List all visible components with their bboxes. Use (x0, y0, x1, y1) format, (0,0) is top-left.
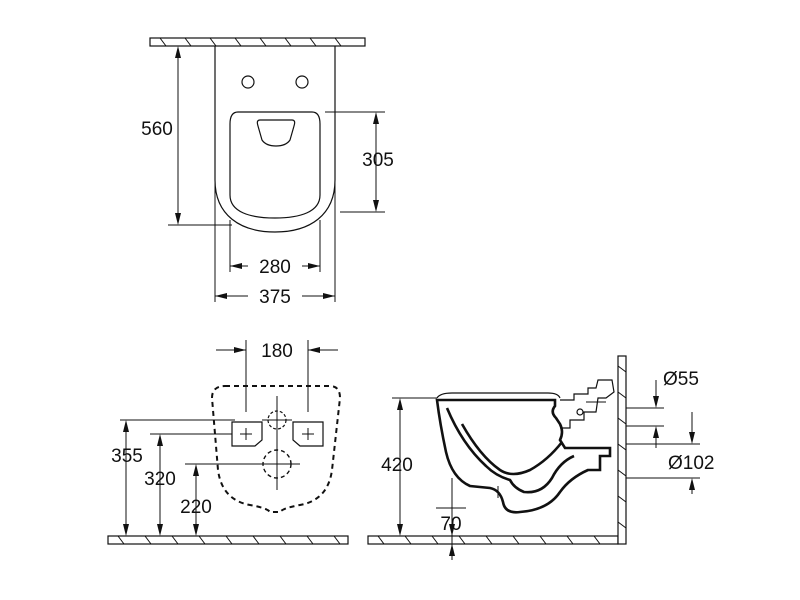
side-floor (367, 535, 619, 545)
side-wall (617, 355, 627, 545)
dim-220 (185, 463, 254, 536)
dim-70 (436, 502, 466, 560)
dim-305 (325, 111, 385, 213)
dim-375 (214, 182, 336, 302)
side-bowl-inner (445, 407, 575, 494)
dim-label-overall-length: 560 (141, 119, 173, 140)
dim-label-bolt-spacing: 180 (261, 341, 293, 362)
dim-label-height-total: 355 (111, 446, 143, 467)
side-inlet-dot (576, 408, 584, 416)
dim-320 (150, 433, 232, 536)
side-view: 420 70 Ø55 Ø102 (367, 355, 714, 560)
rear-fixing-left (231, 421, 263, 447)
dim-label-seat-opening: 305 (362, 150, 394, 171)
side-rim-top (436, 392, 561, 399)
seat-opening (229, 111, 321, 219)
rear-floor (107, 535, 349, 545)
top-wall (149, 37, 366, 47)
dim-label-inner-width: 280 (259, 257, 291, 278)
dim-label-outlet-offset: 70 (440, 514, 461, 535)
dim-label-height-outlet: 220 (180, 497, 212, 518)
dim-560 (168, 45, 232, 226)
rear-outline (210, 385, 342, 513)
rear-fixing-right (292, 421, 324, 447)
dim-label-overall-width: 375 (259, 287, 291, 308)
side-trap (460, 423, 564, 476)
fixing-hole-right (295, 75, 309, 89)
dim-102 (626, 412, 700, 494)
rear-crosshair-left (240, 428, 252, 440)
side-bowl-outer (435, 398, 612, 514)
dim-420 (392, 397, 437, 536)
rear-view: 180 355 320 220 (107, 340, 349, 545)
fixing-hole-left (241, 75, 255, 89)
dim-355 (120, 419, 235, 536)
dim-label-inlet-diameter: Ø55 (663, 369, 699, 390)
dim-label-outlet-diameter: Ø102 (668, 453, 714, 474)
dim-label-height: 420 (381, 455, 413, 476)
bowl-outline (214, 46, 336, 233)
dim-180 (216, 340, 338, 412)
dim-280 (229, 220, 321, 272)
dim-label-height-inlet: 320 (144, 469, 176, 490)
rear-crosshair-right (302, 428, 314, 440)
flush-opening (256, 119, 296, 147)
top-view: 560 305 280 375 (141, 37, 394, 308)
dim-55 (626, 380, 664, 448)
side-inlet-fitting (560, 379, 615, 429)
